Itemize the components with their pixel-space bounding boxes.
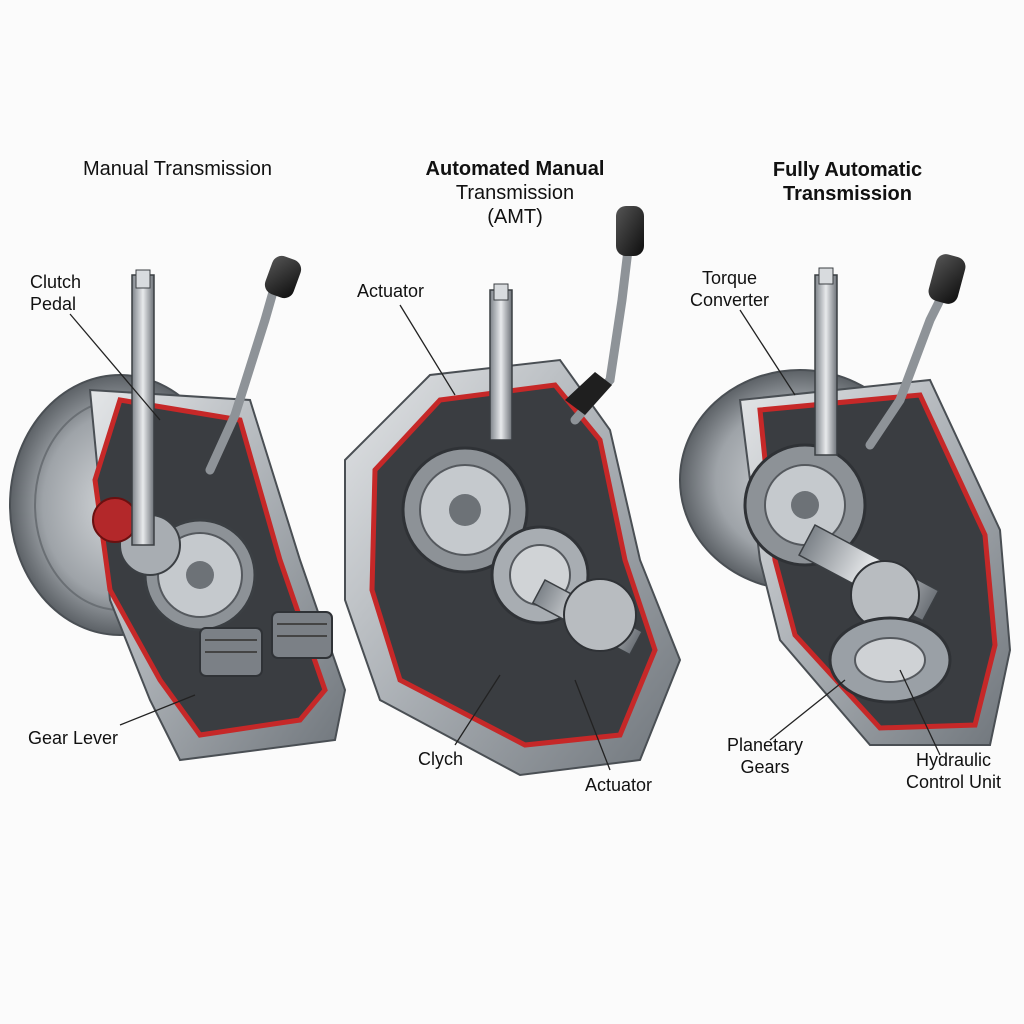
leader-actuator-bottom <box>574 679 611 771</box>
leader-clutch-pedal <box>69 313 161 421</box>
selector-lever <box>865 285 950 450</box>
automatic-illustration <box>679 254 1012 756</box>
label-torque-converter-line2: Converter <box>690 290 770 310</box>
manual-title: Manual Transmission <box>60 157 295 181</box>
label-planetary-gears-line1: Planetary <box>727 735 804 755</box>
label-torque-converter-line1: Torque <box>701 268 758 288</box>
label-gear-lever: Gear Lever <box>28 727 118 749</box>
manual-title-text: Manual Transmission <box>83 158 272 180</box>
amt-title-line3: (AMT) <box>487 206 543 228</box>
label-hydraulic-control-unit-line2: Control Unit <box>906 772 1002 792</box>
leader-gear-lever <box>119 694 196 726</box>
label-planetary-gears: Planetary Gears <box>727 734 803 778</box>
automatic-title-line1: Fully Automatic <box>772 159 923 181</box>
automatic-title-line2: Transmission <box>783 183 912 205</box>
amt-title-line2: Transmission <box>455 182 575 204</box>
label-clutch: Clych <box>418 748 463 770</box>
amt-title: Automated Manual Transmission (AMT) <box>390 157 640 229</box>
label-hydraulic-control-unit-line1: Hydraulic <box>916 750 992 770</box>
label-clutch-text: Clych <box>418 749 464 769</box>
label-clutch-pedal: Clutch Pedal <box>30 271 81 315</box>
leader-clutch <box>454 674 501 746</box>
leader-torque-converter <box>739 309 796 396</box>
label-actuator-bottom-text: Actuator <box>585 775 653 795</box>
gear-lever-knob <box>264 255 302 299</box>
input-shaft <box>489 289 513 441</box>
amt-title-line1: Automated Manual <box>425 158 605 180</box>
label-clutch-pedal-line2: Pedal <box>30 294 77 314</box>
automatic-title: Fully Automatic Transmission <box>735 158 960 206</box>
leader-planetary-gears <box>769 679 846 741</box>
input-shaft <box>814 274 838 456</box>
label-clutch-pedal-line1: Clutch <box>30 272 82 292</box>
label-actuator-top-text: Actuator <box>357 281 425 301</box>
gear-lever-rod <box>205 280 280 475</box>
label-actuator-bottom: Actuator <box>585 774 652 796</box>
manual-transmission-illustration <box>9 255 347 762</box>
actuator-knob <box>616 206 644 256</box>
amt-illustration <box>344 206 682 777</box>
leader-hydraulic-control-unit <box>899 669 941 756</box>
label-planetary-gears-line2: Gears <box>740 757 790 777</box>
selector-knob <box>928 254 966 304</box>
label-hydraulic-control-unit: Hydraulic Control Unit <box>906 749 1001 793</box>
leader-actuator-top <box>399 304 456 396</box>
label-torque-converter: Torque Converter <box>690 267 769 311</box>
label-actuator-top: Actuator <box>357 280 424 302</box>
label-gear-lever-text: Gear Lever <box>28 728 119 748</box>
